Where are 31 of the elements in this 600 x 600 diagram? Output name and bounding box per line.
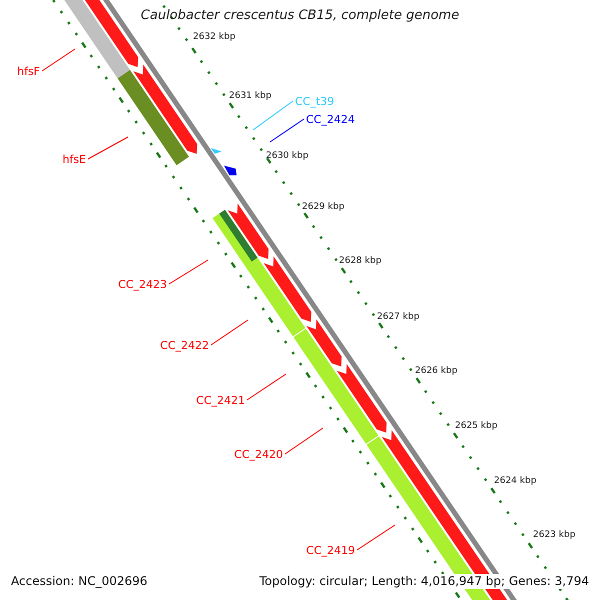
tick-label: 2628 kbp [339,256,382,267]
tick-label: 2625 kbp [455,421,498,432]
gene-label: CC_2419 [306,544,355,557]
tick-label: 2623 kbp [533,530,576,541]
leader-line [168,260,208,284]
tick-label: 2624 kbp [494,476,536,487]
tick-label: 2632 kbp [193,32,236,43]
gene-label: CC_2423 [118,278,167,291]
gene-label: CC_2424 [306,113,355,126]
map-title: Caulobacter crescentus CB15, complete genome [140,8,460,23]
leader-line [88,136,128,160]
leader-line [42,48,76,72]
leader-line [270,118,304,142]
gene-label: CC_2422 [160,339,209,352]
genome-summary-text: Topology: circular; Length: 4,016,947 bp; Genes: 3,794 [257,574,591,589]
leader-line [252,100,294,130]
accession-text: Accession: NC_002696 [9,574,150,589]
tick-label: 2629 kbp [302,202,344,213]
leader-line [210,320,248,346]
tick-label: 2626 kbp [415,366,458,377]
gene-label: CC_2420 [234,448,283,461]
tick-label: 2630 kbp [266,151,308,162]
tick-label: 2627 kbp [377,312,420,323]
leader-line [284,428,324,454]
tick-label: 2631 kbp [229,91,272,102]
gene-label: hfsF [17,65,40,78]
gene-label: hfsE [62,153,86,166]
gene-label: CC_2421 [196,394,245,407]
leader-line [356,524,396,550]
gene-label: CC_t39 [295,95,334,108]
leader-line [246,374,286,400]
